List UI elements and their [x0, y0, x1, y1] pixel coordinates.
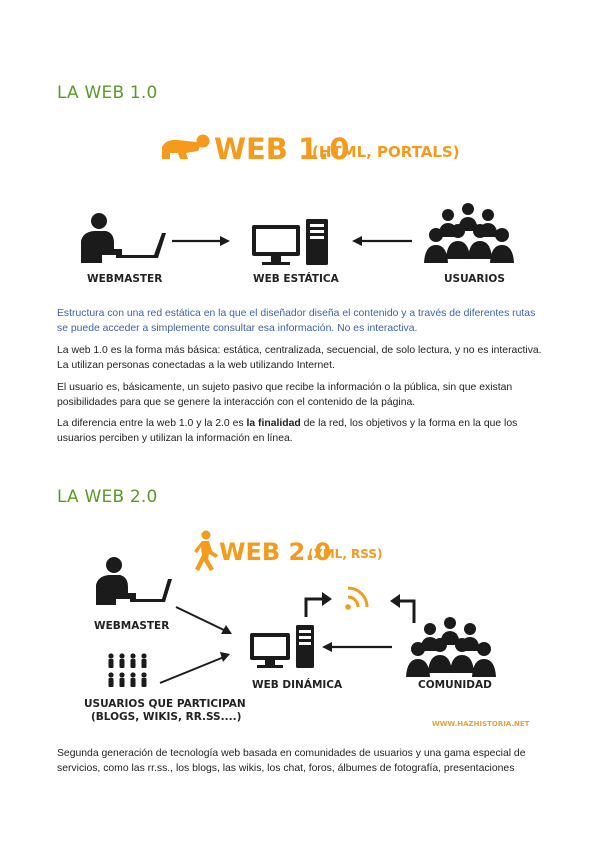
web1-title: WEB 1.0 — [214, 132, 349, 166]
web1-paragraph-3: La diferencia entre la web 1.0 y la 2.0 … — [57, 416, 543, 446]
web1-subtitle: (HTML, PORTALS) — [312, 143, 460, 161]
computer-icon — [250, 625, 314, 668]
webmaster-icon — [96, 557, 172, 605]
rss-icon — [345, 586, 369, 610]
section-heading-web2: LA WEB 2.0 — [57, 487, 158, 507]
arrow-diagonal-down-icon — [175, 606, 232, 634]
label-web-estatica: WEB ESTÁTICA — [253, 272, 340, 285]
label-web-dinamica: WEB DINÁMICA — [252, 678, 343, 691]
community-icon — [406, 617, 496, 677]
web2-subtitle: (XML, RSS) — [308, 547, 383, 561]
web1-p3-text-b: de la red, los objetivos y la forma en l… — [57, 418, 518, 444]
arrow-left-icon — [352, 236, 412, 246]
arrow-up-left-icon — [398, 599, 416, 623]
web1-diagram: WEB 1.0 (HTML, PORTALS) WEBMASTER WEB ES… — [81, 132, 514, 285]
web2-paragraph-1: Segunda generación de tecnología web bas… — [57, 748, 526, 774]
arrow-up-right-head — [322, 592, 332, 606]
web1-intro: Estructura con una red estática en la qu… — [57, 308, 536, 334]
walking-person-icon — [194, 530, 218, 571]
computer-icon — [252, 219, 328, 265]
section-heading-web1: LA WEB 1.0 — [57, 83, 158, 103]
arrow-right-icon — [172, 236, 230, 246]
arrow-up-right-icon — [304, 597, 324, 617]
label-webmaster-2: WEBMASTER — [94, 620, 169, 632]
arrow-left-icon — [322, 642, 392, 652]
web1-paragraph-1: La web 1.0 es la forma más básica: estát… — [57, 345, 542, 371]
watermark: WWW.HAZHISTORIA.NET — [432, 720, 530, 728]
participating-users-icon — [108, 653, 147, 687]
webmaster-icon — [81, 213, 166, 263]
label-usuarios: USUARIOS — [444, 273, 505, 285]
label-comunidad: COMUNIDAD — [418, 679, 492, 691]
web1-paragraph-2: El usuario es, básicamente, un sujeto pa… — [57, 382, 513, 408]
users-group-icon — [424, 203, 514, 263]
label-users-participate: USUARIOS QUE PARTICIPAN — [84, 698, 246, 710]
arrow-up-left-head — [390, 594, 400, 608]
web2-diagram: WEB 2.0 (XML, RSS) WEBMASTER USUARIOS QU… — [84, 530, 530, 728]
web2-title: WEB 2.0 — [219, 538, 331, 566]
label-users-examples: (BLOGS, WIKIS, RR.SS....) — [91, 711, 241, 723]
web1-p3-text-a: La diferencia entre la web 1.0 y la 2.0 … — [57, 418, 247, 429]
label-webmaster-1: WEBMASTER — [87, 273, 162, 285]
crawling-baby-icon — [162, 134, 210, 159]
web1-p3-bold: la finalidad — [246, 418, 301, 429]
arrow-diagonal-up-icon — [159, 652, 230, 684]
